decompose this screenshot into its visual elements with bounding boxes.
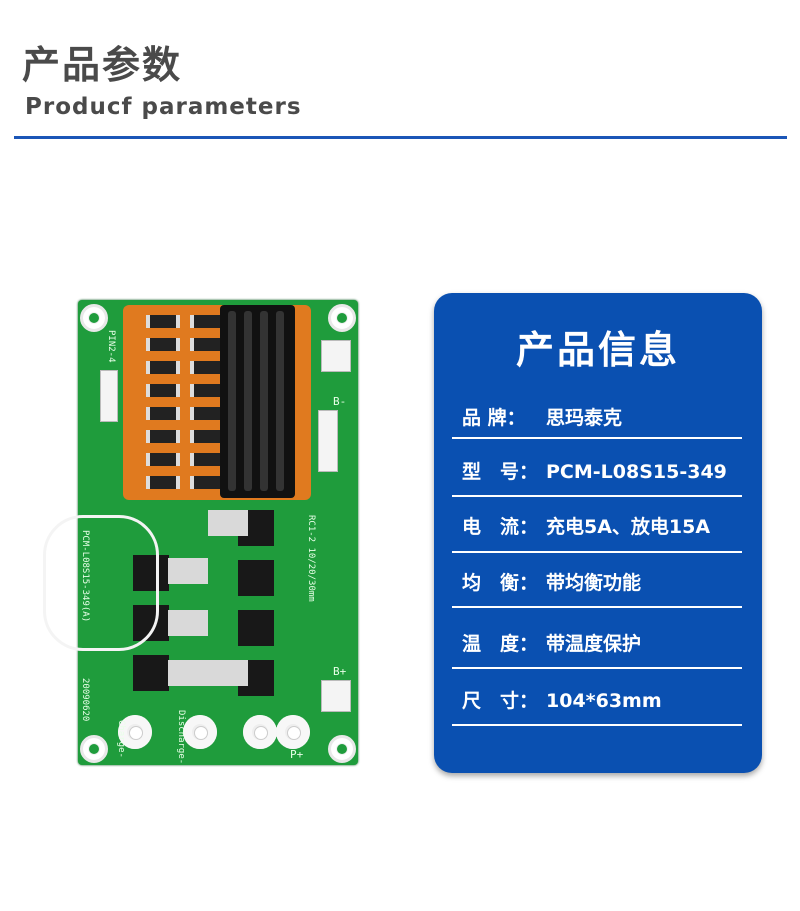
resistor <box>190 384 224 397</box>
p-plus-pad <box>243 715 277 749</box>
row-divider <box>452 551 742 553</box>
mosfet <box>238 610 274 646</box>
resistor <box>146 430 180 443</box>
resistor <box>146 453 180 466</box>
row-value: 带温度保护 <box>546 633 642 655</box>
mosfet-tab <box>168 660 208 686</box>
discharge-pad <box>183 715 217 749</box>
silkscreen-discharge: Discharge- <box>176 710 186 765</box>
row-label: 尺 寸： <box>462 690 539 712</box>
mosfet <box>238 560 274 596</box>
info-row-model: 型 号： PCM-L08S15-349 <box>462 457 727 484</box>
page-title-en: Producf parameters <box>25 94 302 120</box>
info-row-current: 电 流： 充电5A、放电15A <box>462 512 710 539</box>
resistor <box>146 315 180 328</box>
silkscreen-rc: RC1-2 10/20/30mm <box>306 515 316 602</box>
p-plus-pad <box>276 715 310 749</box>
silkscreen-p-plus: P+ <box>290 748 304 761</box>
silkscreen-date: 20090620 <box>80 678 90 722</box>
resistor <box>190 476 224 489</box>
resistor <box>146 407 180 420</box>
connector <box>318 410 338 472</box>
row-value: 带均衡功能 <box>546 572 642 594</box>
row-label: 电 流： <box>462 516 539 538</box>
title-divider <box>14 136 787 139</box>
info-row-temperature: 温 度： 带温度保护 <box>462 629 641 656</box>
ntc-wire <box>43 515 159 651</box>
row-value: PCM-L08S15-349 <box>546 461 727 483</box>
card-title: 产品信息 <box>515 328 680 372</box>
resistor <box>146 361 180 374</box>
mosfet-tab <box>168 610 208 636</box>
row-divider <box>452 437 742 439</box>
info-row-size: 尺 寸： 104*63mm <box>462 686 662 713</box>
resistor <box>190 407 224 420</box>
row-label: 品 牌： <box>462 407 526 429</box>
mounting-hole <box>328 304 356 332</box>
mosfet <box>133 655 169 691</box>
row-divider <box>452 606 742 608</box>
silkscreen-charge: Charge- <box>116 720 126 758</box>
row-value: 思玛泰克 <box>546 407 623 429</box>
heatsink <box>220 305 295 498</box>
mosfet-tab <box>168 558 208 584</box>
row-label: 型 号： <box>462 461 539 483</box>
silkscreen-b-minus: B- <box>333 395 347 408</box>
b-plus-pad <box>321 680 351 712</box>
mounting-hole <box>328 735 356 763</box>
b-minus-pad <box>321 340 351 372</box>
resistor <box>190 361 224 374</box>
row-value: 充电5A、放电15A <box>546 516 711 538</box>
product-info-card: 产品信息 品 牌： 思玛泰克 型 号： PCM-L08S15-349 电 流： 充电5… <box>434 293 762 773</box>
resistor <box>190 315 224 328</box>
mosfet-tab <box>208 660 248 686</box>
silkscreen-model: PCM-L08S15-349(A) <box>80 530 90 623</box>
pcb-product-image: PCM-L08S15-349(A) Charge- Discharge- P+ … <box>43 300 358 765</box>
row-value: 104*63mm <box>546 690 662 712</box>
resistor <box>146 338 180 351</box>
resistor <box>190 453 224 466</box>
row-divider <box>452 667 742 669</box>
resistor <box>146 476 180 489</box>
mounting-hole <box>80 304 108 332</box>
info-row-balance: 均 衡： 带均衡功能 <box>462 568 641 595</box>
info-row-brand: 品 牌： 思玛泰克 <box>462 403 622 430</box>
resistor <box>190 338 224 351</box>
row-divider <box>452 724 742 726</box>
connector <box>100 370 118 422</box>
mounting-hole <box>80 735 108 763</box>
charge-pad <box>118 715 152 749</box>
page-title-cn: 产品参数 <box>22 43 183 87</box>
row-divider <box>452 495 742 497</box>
resistor <box>190 430 224 443</box>
mosfet-tab <box>208 510 248 536</box>
row-label: 温 度： <box>462 633 539 655</box>
resistor <box>146 384 180 397</box>
mosfet <box>133 555 169 591</box>
silkscreen-pin: PIN2-4 <box>106 330 116 363</box>
silkscreen-b-plus: B+ <box>333 665 347 678</box>
row-label: 均 衡： <box>462 572 539 594</box>
